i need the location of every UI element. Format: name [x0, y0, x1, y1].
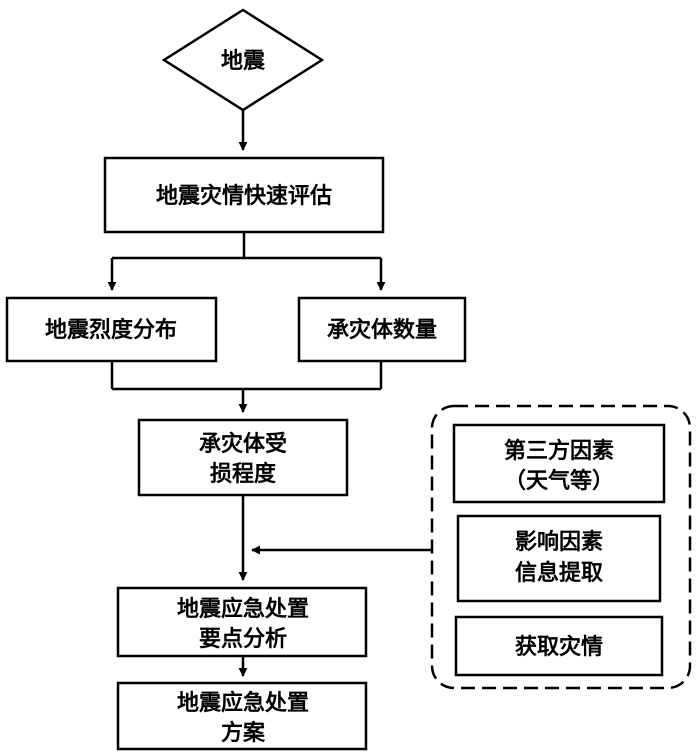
intensity-distribution-node: 地震烈度分布: [5, 296, 218, 363]
third-party-factors-line-1: 第三方因素: [504, 438, 614, 464]
acquire-disaster-label: 获取灾情: [515, 634, 603, 660]
damage-degree-line-2: 损程度: [210, 461, 277, 487]
quick-assessment-label: 地震灾情快速评估: [156, 183, 332, 209]
damage-degree-node: 承灾体受 损程度: [137, 418, 349, 497]
start-label: 地震: [221, 49, 266, 74]
third-party-factors-node: 第三方因素 （天气等）: [452, 423, 666, 504]
quick-assessment-node: 地震灾情快速评估: [103, 156, 385, 234]
info-extraction-line-2: 信息提取: [515, 560, 603, 586]
third-party-factors-line-2: （天气等）: [504, 468, 614, 494]
acquire-disaster-node: 获取灾情: [454, 615, 664, 677]
start-node: 地震: [161, 8, 325, 112]
key-points-analysis-node: 地震应急处置 要点分析: [116, 586, 368, 658]
response-plan-node: 地震应急处置 方案: [116, 681, 368, 751]
response-plan-line-2: 方案: [221, 720, 266, 746]
damage-degree-line-1: 承灾体受: [199, 431, 287, 457]
exposure-count-label: 承灾体数量: [327, 317, 437, 343]
info-extraction-line-1: 影响因素: [515, 529, 603, 555]
response-plan-line-1: 地震应急处置: [177, 690, 309, 716]
merge-connector: [110, 361, 383, 413]
key-points-analysis-line-1: 地震应急处置: [177, 596, 309, 622]
key-points-analysis-line-2: 要点分析: [199, 626, 287, 652]
intensity-distribution-label: 地震烈度分布: [45, 317, 177, 343]
info-extraction-node: 影响因素 信息提取: [456, 514, 662, 603]
side-panel: 第三方因素 （天气等） 影响因素 信息提取 获取灾情: [430, 404, 692, 690]
exposure-count-node: 承灾体数量: [297, 296, 467, 363]
split-connector: [107, 232, 386, 291]
